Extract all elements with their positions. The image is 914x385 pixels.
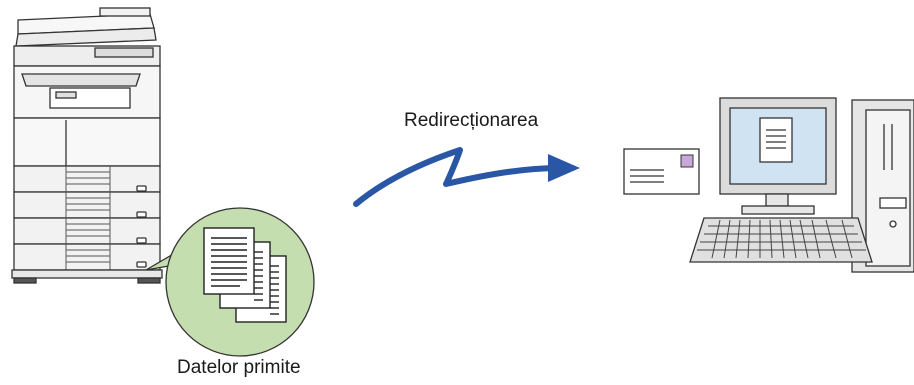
arrow-icon <box>353 147 580 207</box>
received-data-label: Datelor primite <box>177 357 301 378</box>
envelope-icon <box>623 148 700 195</box>
forwarding-label: Redirecționarea <box>404 110 539 131</box>
printer-icon <box>11 7 163 284</box>
computer-icon <box>689 97 914 273</box>
document-stack-icon <box>203 227 287 323</box>
